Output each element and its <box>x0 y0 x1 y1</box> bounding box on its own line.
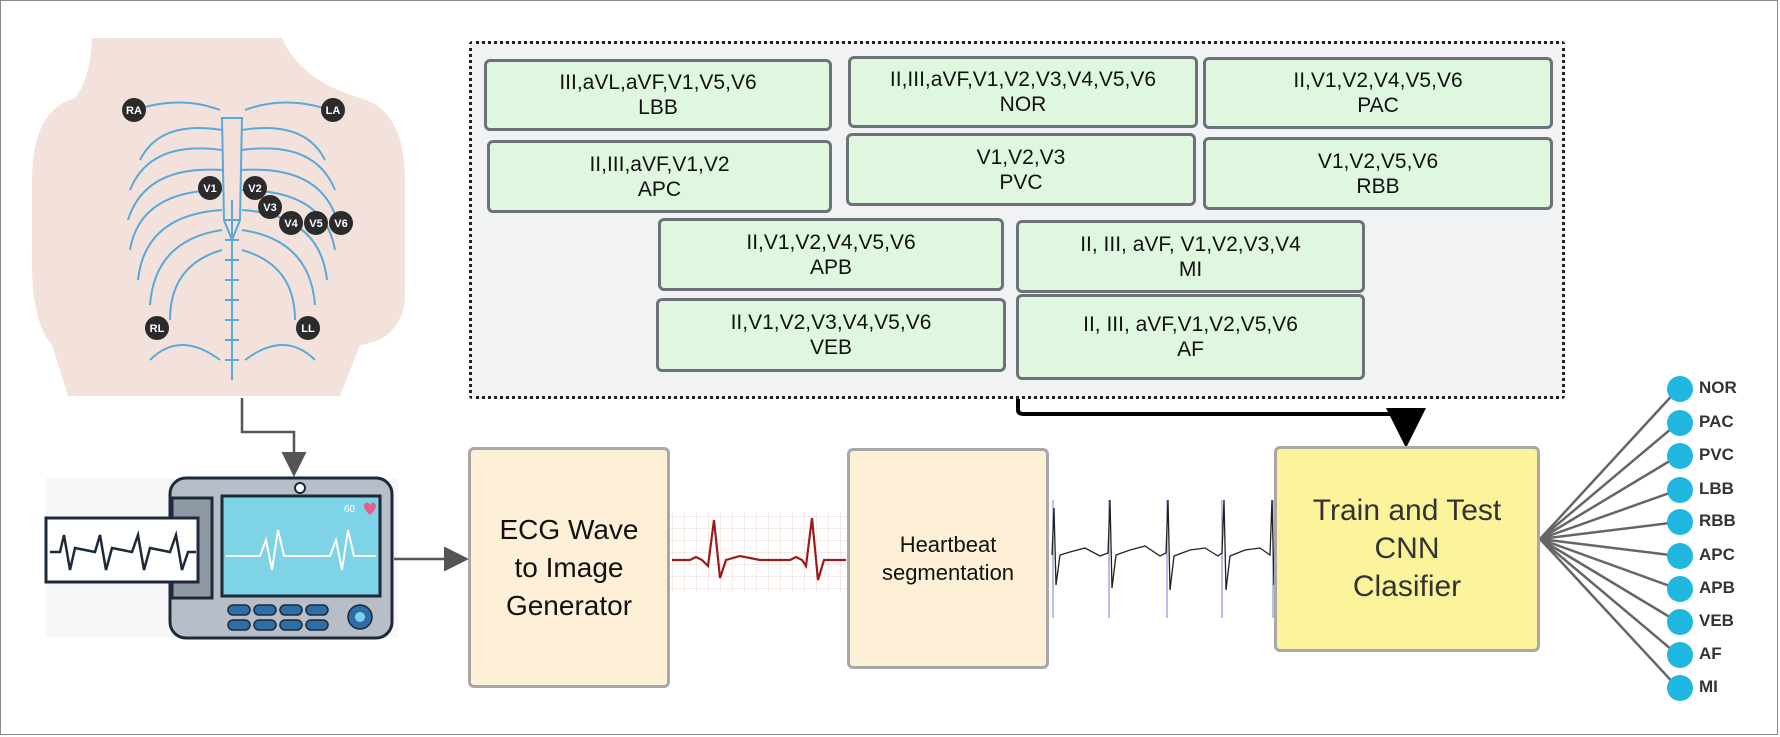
output-node-pac <box>1667 410 1693 436</box>
step-label: ECG Wave to Image Generator <box>499 513 639 621</box>
output-node-af <box>1667 642 1693 668</box>
ecg-to-image-generator-box: ECG Wave to Image Generator <box>468 447 670 688</box>
lead-box-af: II, III, aVF,V1,V2,V5,V6 AF <box>1016 294 1365 380</box>
class-label: NOR <box>999 93 1047 116</box>
output-label-lbb: LBB <box>1699 479 1734 498</box>
output-node-pvc <box>1667 443 1693 469</box>
electrode-ll: LL <box>296 316 320 340</box>
electrode-rl: RL <box>145 316 169 340</box>
svg-text:V6: V6 <box>334 218 347 230</box>
electrode-v1: V1 <box>198 176 222 200</box>
class-label: AF <box>1177 338 1204 361</box>
torso-illustration: RA LA V1 V2 V3 V4 V5 V6 RL LL <box>31 38 405 396</box>
lead-box-apc: II,III,aVF,V1,V2 APC <box>487 140 832 213</box>
svg-text:RA: RA <box>126 105 142 117</box>
output-node-lbb <box>1667 477 1693 503</box>
lead-box-apb: II,V1,V2,V4,V5,V6 APB <box>658 218 1004 291</box>
output-label-apb: APB <box>1699 578 1735 597</box>
svg-text:V1: V1 <box>203 183 216 195</box>
output-label-pac: PAC <box>1699 412 1734 431</box>
output-node-apc <box>1667 543 1693 569</box>
heartbeat-segmentation-box: Heartbeat segmentation <box>847 448 1049 669</box>
step-label: Train and Test CNN Clasifier <box>1312 494 1502 603</box>
heart-icon <box>364 502 376 515</box>
output-node-nor <box>1667 376 1693 402</box>
lead-box-pvc: V1,V2,V3 PVC <box>846 133 1196 206</box>
class-label: PAC <box>1357 94 1399 117</box>
class-label: APB <box>809 255 853 279</box>
arrow-leads-to-cnn <box>1016 399 1426 448</box>
lead-list: V1,V2,V3 <box>976 145 1066 169</box>
electrode-v4: V4 <box>279 211 303 235</box>
svg-text:LL: LL <box>301 323 315 335</box>
electrode-v2: V2 <box>243 176 267 200</box>
output-label-apc: APC <box>1699 545 1735 564</box>
lead-list: II,V1,V2,V3,V4,V5,V6 <box>730 311 932 334</box>
output-fan <box>1539 388 1679 689</box>
class-label: MI <box>1178 257 1203 281</box>
cnn-classifier-box: Train and Test CNN Clasifier <box>1274 446 1540 652</box>
output-label-veb: VEB <box>1699 611 1734 630</box>
lead-list: II, III, aVF, V1,V2,V3,V4 <box>1080 232 1301 256</box>
lead-list: II,III,aVF,V1,V2 <box>589 152 730 176</box>
step-label: Heartbeat segmentation <box>881 531 1015 585</box>
class-label: APC <box>637 177 682 201</box>
svg-text:LA: LA <box>326 105 341 117</box>
output-label-mi: MI <box>1699 677 1718 696</box>
segmented-ecg-strip <box>1051 499 1279 618</box>
lead-box-veb: II,V1,V2,V3,V4,V5,V6 VEB <box>656 298 1006 372</box>
class-label: VEB <box>809 336 853 359</box>
lead-box-lbb: III,aVL,aVF,V1,V5,V6 LBB <box>484 59 832 131</box>
svg-text:60: 60 <box>344 504 356 515</box>
lead-list: II, III, aVF,V1,V2,V5,V6 <box>1083 313 1298 336</box>
lead-box-nor: II,III,aVF,V1,V2,V3,V4,V5,V6 NOR <box>848 56 1198 128</box>
lead-box-mi: II, III, aVF, V1,V2,V3,V4 MI <box>1016 220 1365 293</box>
output-label-pvc: PVC <box>1699 445 1734 464</box>
output-label-af: AF <box>1699 644 1722 663</box>
ecg-machine-icon: 60 <box>44 476 398 640</box>
svg-text:V2: V2 <box>248 183 261 195</box>
lead-list: II,III,aVF,V1,V2,V3,V4,V5,V6 <box>889 68 1157 91</box>
electrode-la: LA <box>321 98 345 122</box>
electrode-v6: V6 <box>329 211 353 235</box>
ecg-image-strip <box>670 512 846 592</box>
lead-box-pac: II,V1,V2,V4,V5,V6 PAC <box>1203 57 1553 129</box>
electrode-v3: V3 <box>258 195 282 219</box>
class-label: PVC <box>999 170 1043 194</box>
svg-text:RL: RL <box>150 323 165 335</box>
electrode-v5: V5 <box>304 211 328 235</box>
output-node-apb <box>1667 576 1693 602</box>
output-node-mi <box>1667 675 1693 701</box>
lead-list: III,aVL,aVF,V1,V5,V6 <box>559 71 757 94</box>
electrode-ra: RA <box>122 98 146 122</box>
class-label: RBB <box>1356 174 1400 198</box>
lead-box-rbb: V1,V2,V5,V6 RBB <box>1203 137 1553 210</box>
arrow-torso-to-machine <box>240 398 307 477</box>
output-label-nor: NOR <box>1699 378 1737 397</box>
output-node-veb <box>1667 609 1693 635</box>
output-node-rbb <box>1667 509 1693 535</box>
lead-list: V1,V2,V5,V6 <box>1317 149 1439 173</box>
lead-list: II,V1,V2,V4,V5,V6 <box>1293 69 1463 92</box>
output-label-rbb: RBB <box>1699 511 1736 530</box>
svg-text:V3: V3 <box>263 202 276 214</box>
lead-list: II,V1,V2,V4,V5,V6 <box>746 230 916 254</box>
svg-text:V4: V4 <box>284 218 298 230</box>
class-label: LBB <box>638 96 678 119</box>
svg-text:V5: V5 <box>309 218 322 230</box>
